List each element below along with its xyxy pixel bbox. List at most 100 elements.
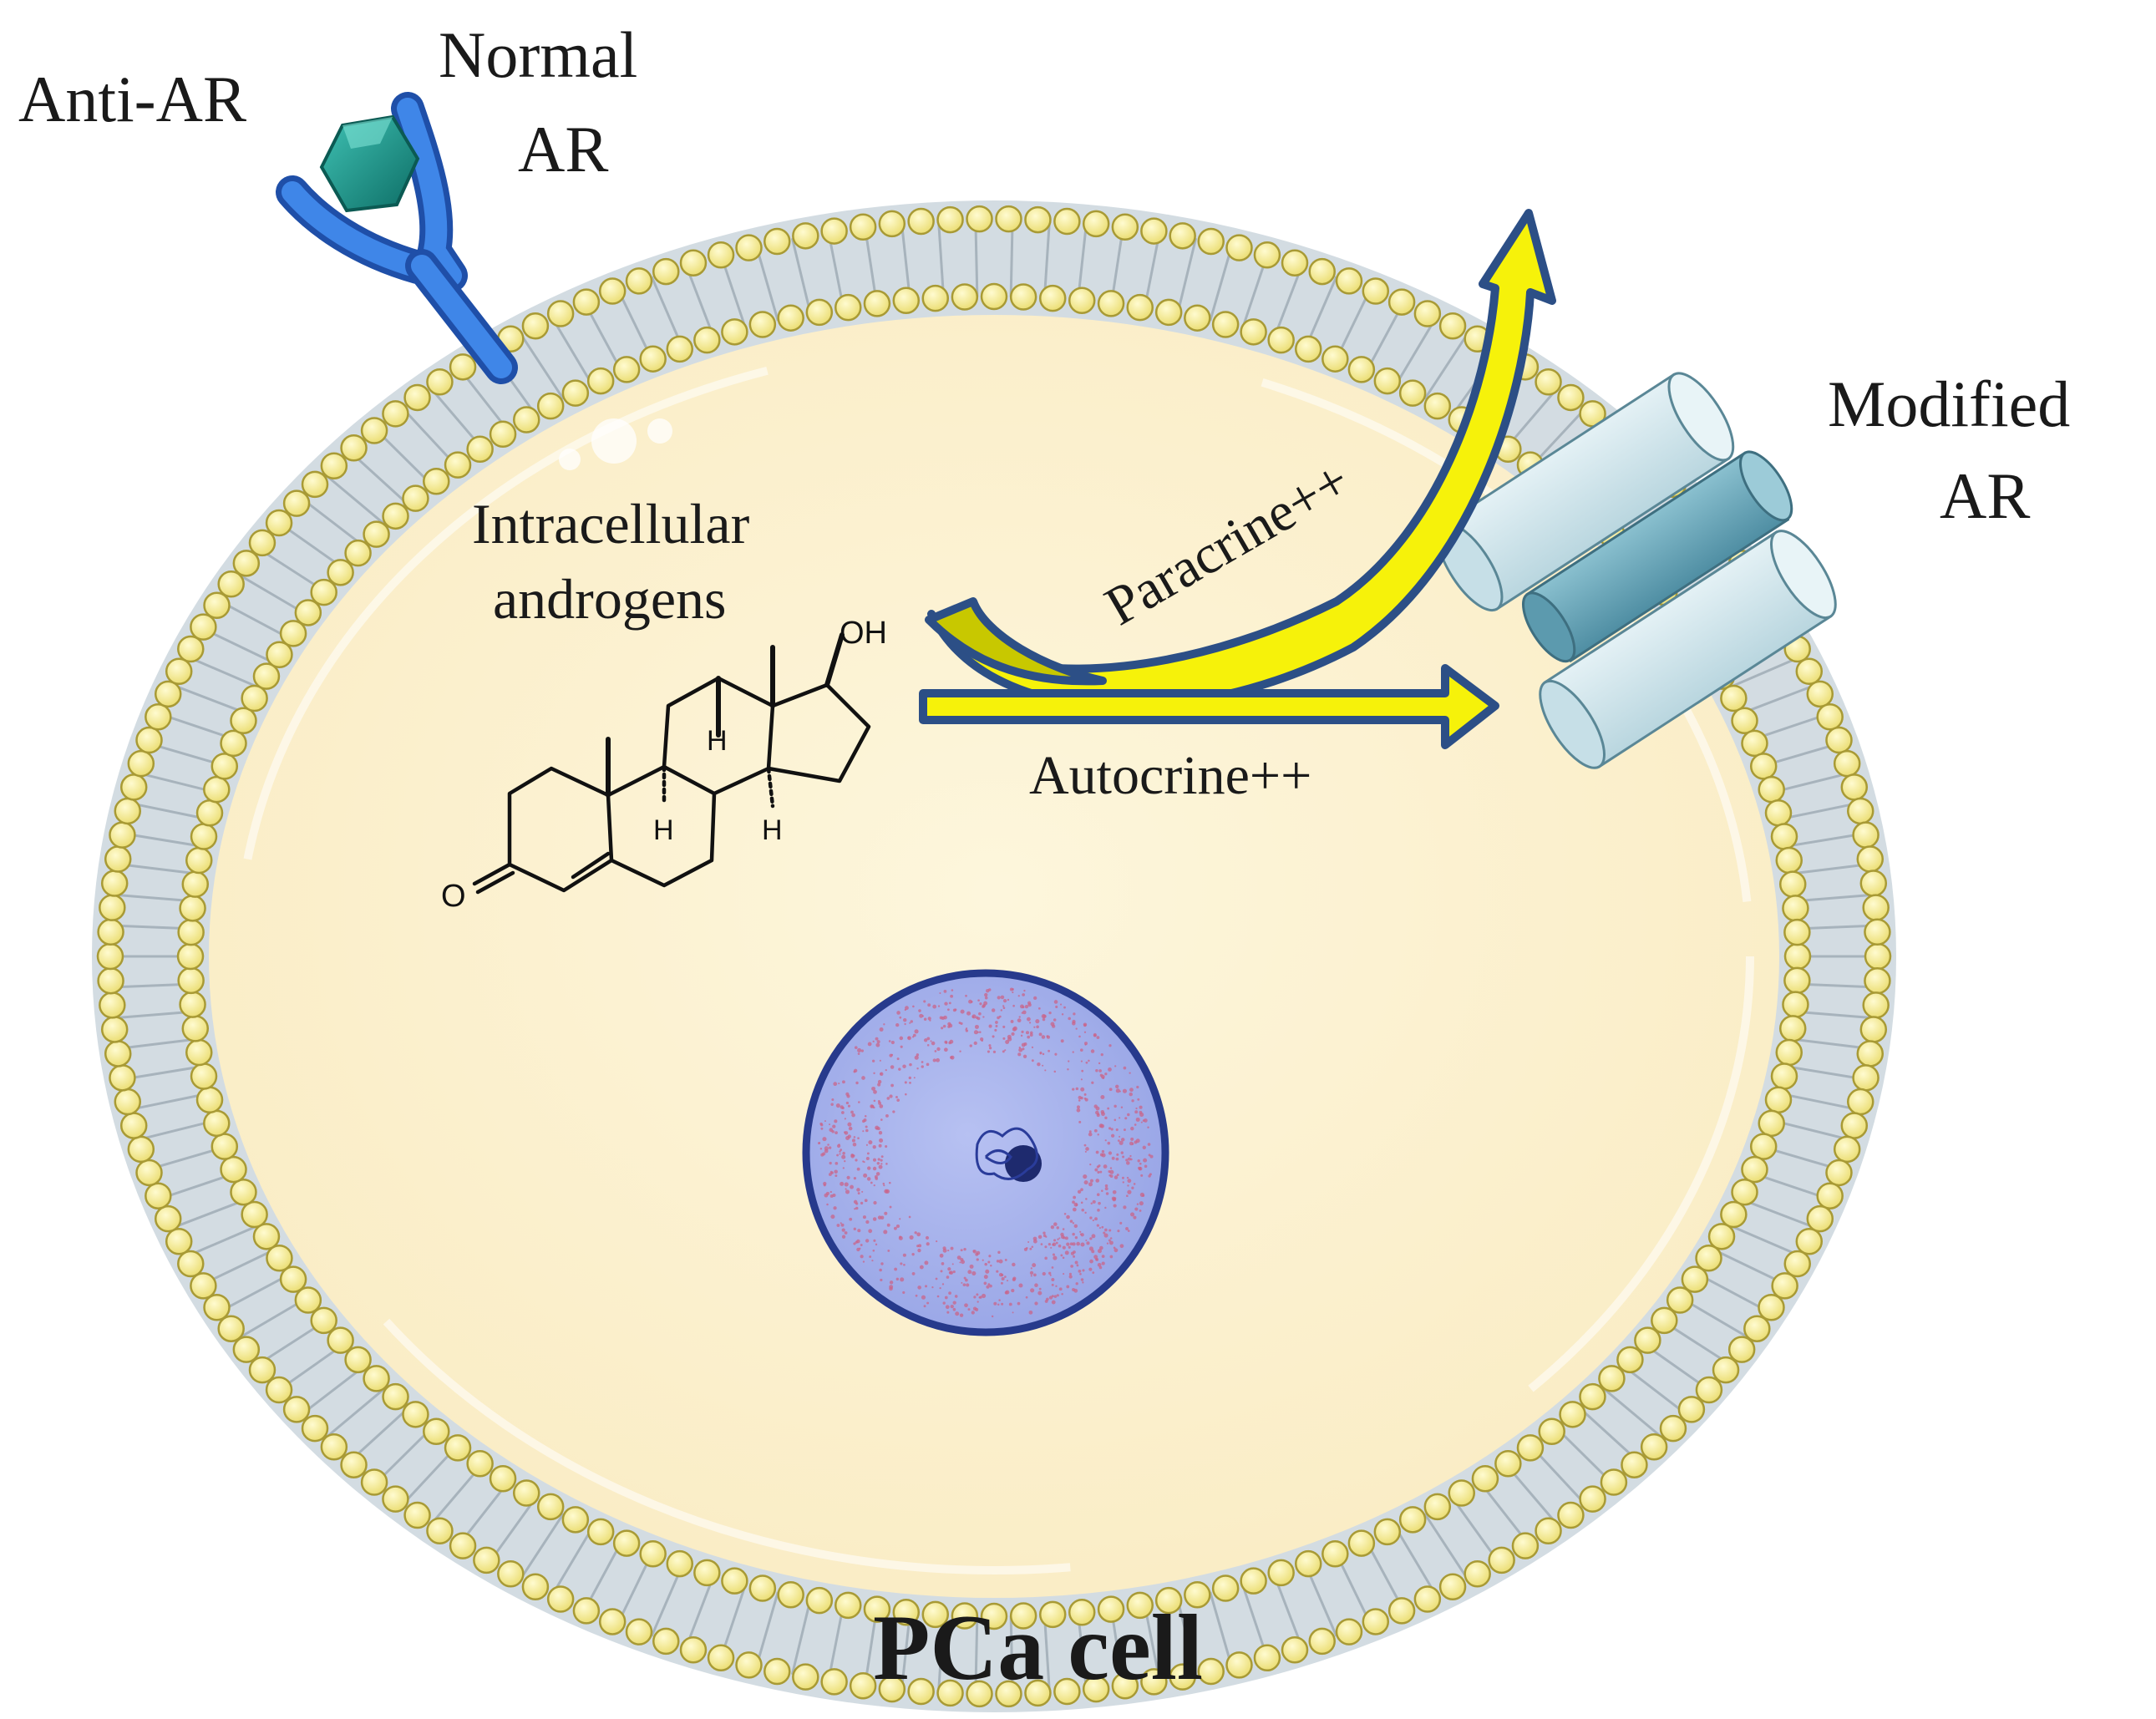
lipid-head [513,406,540,434]
chromatin-dot [873,1072,875,1075]
chromatin-dot [890,1040,895,1045]
lipid-head [320,1432,348,1461]
chromatin-dot [975,1252,979,1256]
lipid-head [1579,1382,1606,1411]
chromatin-dot [948,1023,953,1028]
chromatin-dot [1021,1030,1024,1033]
lipid-head [1140,217,1168,245]
lipid-head [327,559,354,586]
lipid-head [980,1602,1008,1630]
lipid-head [980,282,1008,311]
chromatin-dot [873,1184,875,1187]
chromatin-dot [1143,1118,1148,1123]
chromatin-dot [975,1016,979,1020]
lipid-tail [1681,1296,1751,1340]
chromatin-dot [954,1295,958,1298]
chromatin-dot [1042,1014,1047,1018]
lipid-head [119,773,148,801]
chromatin-dot [856,1239,860,1244]
chromatin-dot [831,1098,834,1101]
chromatin-dot [889,1285,894,1290]
chromatin-dot [1129,1092,1133,1097]
chromatin-dot [854,1208,856,1210]
lipid-tail [1272,1574,1304,1649]
chromatin-dot [1100,1095,1105,1100]
lipid-head [97,918,124,946]
chromatin-dot [1127,1179,1132,1184]
chromatin-dot [1000,1009,1003,1012]
chromatin-dot [941,1283,945,1285]
lipid-tail [684,264,716,339]
chromatin-dot [1134,1110,1139,1114]
lipid-head [423,468,450,495]
chromatin-dot [856,1247,860,1252]
chromatin-dot [921,1065,924,1068]
chromatin-dot [949,1039,954,1044]
chromatin-dot [1098,1227,1101,1230]
lipid-tail [1791,1037,1871,1051]
lipid-head [340,434,368,462]
chromatin-dot [1088,1130,1092,1133]
lipid-head [639,1540,667,1568]
chromatin-dot [846,1094,850,1098]
chromatin-dot [1109,1174,1114,1178]
chromatin-dot [939,992,941,995]
chromatin-dot [942,1301,946,1305]
chromatin-dot [1109,1255,1114,1259]
chromatin-dot [1021,1042,1026,1047]
normal-ar-label-line2: AR [518,113,608,185]
chromatin-dot [952,1301,956,1305]
lipid-head [1579,1485,1606,1513]
lipid-head [185,846,213,875]
chromatin-dot [1076,1241,1080,1246]
lipid-head [177,635,205,663]
chromatin-dot [967,1270,972,1275]
lipid-tail [1423,332,1469,400]
chromatin-dot [865,1157,870,1161]
chromatin-dot [866,1177,871,1181]
lipid-tail [1176,1598,1198,1676]
lipid-head [1413,1585,1442,1613]
chromatin-dot [888,1040,891,1042]
lipid-head [1448,1479,1475,1507]
chromatin-dot [1073,1012,1076,1016]
lipid-head [220,1155,247,1184]
chromatin-dot [841,1235,846,1239]
lipid-head [966,1680,993,1708]
chromatin-dot [1051,1278,1055,1281]
chromatin-dot [875,1042,880,1047]
lipid-head [1634,1326,1661,1354]
chromatin-dot [1100,1053,1103,1057]
chromatin-dot [1017,1301,1021,1306]
lipid-head [735,234,763,261]
chromatin-dot [960,1249,963,1252]
chromatin-dot [1053,1222,1058,1226]
chromatin-dot [959,1261,961,1264]
chromatin-dot [1055,1005,1058,1009]
chromatin-dot [895,1277,900,1281]
chromatin-dot [835,1103,840,1108]
chromatin-dot [886,1223,890,1227]
lipid-head [294,1286,322,1314]
lipid-head [444,1434,472,1462]
lipid-tail [1727,1223,1803,1258]
lipid-head [241,1200,268,1229]
lipid-head [1695,1244,1722,1272]
chromatin-dot [992,1035,995,1038]
chromatin-dot [931,1041,936,1046]
chromatin-dot [976,1293,979,1296]
chromatin-dot [885,1069,887,1072]
chromatin-dot [1105,1192,1109,1195]
lipid-tail [755,246,779,322]
lipid-head [1281,249,1309,276]
chromatin-dot [1048,1296,1053,1300]
chromatin-dot [1108,1044,1112,1047]
lipid-head [104,845,132,873]
chromatin-dot [1126,1194,1129,1198]
chromatin-dot [1131,1099,1134,1103]
chromatin-dot [937,1005,941,1007]
chromatin-dot [1104,1116,1108,1120]
chromatin-dot [1024,1004,1029,1009]
chromatin-dot [1044,1245,1048,1249]
chromatin-dot [1104,1228,1108,1232]
